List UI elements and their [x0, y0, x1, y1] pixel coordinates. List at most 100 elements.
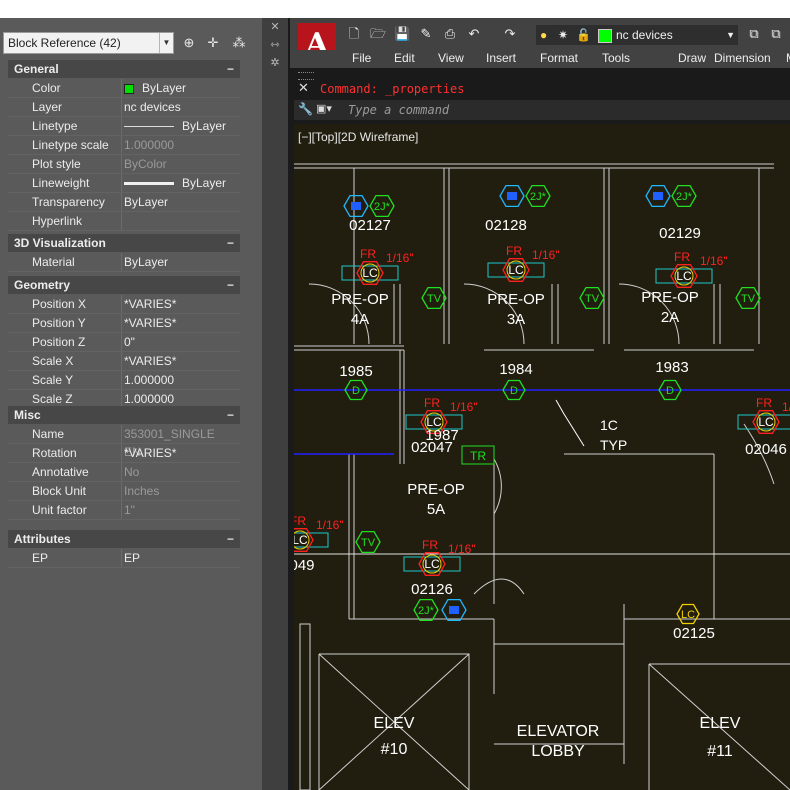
property-row[interactable]: Linetype scale1.000000 [8, 136, 240, 155]
layer-lock-icon[interactable]: 🔓 [576, 25, 591, 45]
property-value[interactable]: *VARIES* [124, 444, 176, 462]
property-row[interactable]: Scale X*VARIES* [8, 352, 240, 371]
new-file-icon[interactable]: 🗋 [346, 26, 362, 42]
section-header[interactable]: Attributes− [8, 530, 240, 548]
property-row[interactable]: LinetypeByLayer [8, 117, 240, 136]
menu-draw[interactable]: Draw [678, 51, 706, 65]
door-number: 1984 [499, 361, 532, 378]
property-value[interactable]: EP [124, 549, 140, 567]
collapse-icon[interactable]: − [227, 234, 234, 252]
section-header[interactable]: Misc− [8, 406, 240, 424]
menu-edit[interactable]: Edit [394, 51, 415, 65]
property-label: EP [32, 549, 48, 567]
layer-thaw-icon[interactable]: ✷ [558, 25, 568, 45]
quick-select-icon[interactable]: ⁂ [230, 33, 248, 53]
property-value-text: ByLayer [182, 176, 226, 190]
property-value[interactable]: *VARIES* [124, 295, 176, 313]
property-row[interactable]: Position Z0" [8, 333, 240, 352]
selection-dropdown[interactable]: Block Reference (42) ▼ [3, 32, 174, 54]
redo-icon[interactable]: ↷ [502, 26, 518, 42]
property-value[interactable]: ByLayer [124, 193, 168, 211]
property-label: Hyperlink [32, 212, 82, 230]
property-value-text: ByColor [124, 157, 167, 171]
save-as-icon[interactable]: ✎ [418, 26, 434, 42]
open-file-icon[interactable]: 🗁 [370, 26, 386, 42]
property-value[interactable]: *VARIES* [124, 314, 176, 332]
property-row[interactable]: EP EP [8, 549, 240, 568]
fr-size-label: 1/16" [532, 248, 560, 262]
viewport-controls[interactable]: [−][Top][2D Wireframe] [298, 130, 418, 144]
section-header[interactable]: Geometry − [8, 276, 240, 294]
menu-file[interactable]: File [352, 51, 371, 65]
property-value[interactable]: ByLayer [124, 79, 186, 97]
property-row[interactable]: Block UnitInches [8, 482, 240, 501]
property-row[interactable]: ColorByLayer [8, 79, 240, 98]
section-header[interactable]: General− [8, 60, 240, 78]
property-row[interactable]: AnnotativeNo [8, 463, 240, 482]
menu-insert[interactable]: Insert [486, 51, 516, 65]
property-row[interactable]: Layernc devices [8, 98, 240, 117]
layer-previous-icon[interactable]: ⧉ [746, 26, 762, 42]
property-value-text: *VARIES* [124, 354, 176, 368]
property-value[interactable]: ByLayer [124, 174, 226, 192]
door-device-tag: D [352, 385, 360, 397]
settings-icon[interactable]: ✲ [262, 56, 288, 69]
property-label: Rotation [32, 444, 77, 462]
auto-hide-icon[interactable]: ⇿ [262, 38, 288, 51]
menu-m[interactable]: M [786, 51, 790, 65]
menu-view[interactable]: View [438, 51, 464, 65]
property-row[interactable]: LineweightByLayer [8, 174, 240, 193]
chevron-down-icon[interactable]: ▼ [159, 33, 173, 53]
undo-icon[interactable]: ↶ [466, 26, 482, 42]
property-value[interactable]: ByLayer [124, 117, 226, 135]
property-value[interactable]: 1.000000 [124, 136, 174, 154]
menu-tools[interactable]: Tools [602, 51, 630, 65]
property-row[interactable]: Position X*VARIES* [8, 295, 240, 314]
property-row[interactable]: Plot styleByColor [8, 155, 240, 174]
collapse-icon[interactable]: − [227, 276, 234, 294]
property-value[interactable]: 0" [124, 333, 135, 351]
property-value[interactable]: 1" [124, 501, 135, 519]
property-row[interactable]: Unit factor1" [8, 501, 240, 520]
property-row[interactable]: Hyperlink [8, 212, 240, 231]
collapse-icon[interactable]: − [227, 60, 234, 78]
grip-handle[interactable] [298, 72, 314, 80]
property-value[interactable]: *VARIES* [124, 352, 176, 370]
fr-label: FR [506, 244, 522, 258]
property-value[interactable]: ByColor [124, 155, 167, 173]
property-value[interactable]: Inches [124, 482, 159, 500]
close-icon[interactable]: ✕ [298, 80, 309, 96]
property-row[interactable]: Position Y*VARIES* [8, 314, 240, 333]
property-label: Scale Y [32, 371, 73, 389]
plot-icon[interactable]: ⎙ [442, 26, 458, 42]
collapse-icon[interactable]: − [227, 406, 234, 424]
select-objects-icon[interactable]: ✛ [204, 33, 222, 53]
drawing-viewport[interactable]: PRE-OP4APRE-OP3APRE-OP2APRE-OP5A2J*2J*2J… [294, 124, 790, 790]
property-value[interactable]: 1.000000 [124, 371, 174, 389]
palette-dock: ✕ ⇿ ✲ [262, 18, 288, 790]
wrench-icon[interactable]: 🔧 [298, 102, 313, 116]
toggle-pickadd-icon[interactable]: ⊕ [180, 33, 198, 53]
property-row[interactable]: MaterialByLayer [8, 253, 240, 272]
layer-on-icon[interactable]: ● [540, 25, 547, 45]
property-row[interactable]: Rotation *VARIES* [8, 444, 240, 463]
save-icon[interactable]: 💾 [394, 26, 410, 42]
property-value[interactable]: ByLayer [124, 253, 168, 271]
property-row[interactable]: Scale Y 1.000000 [8, 371, 240, 390]
leader-line [556, 400, 584, 446]
command-input[interactable] [348, 101, 778, 118]
property-value[interactable]: nc devices [124, 98, 181, 116]
layer-states-icon[interactable]: ⧉ [768, 26, 784, 42]
property-row[interactable]: TransparencyByLayer [8, 193, 240, 212]
section-title: Geometry [14, 278, 70, 292]
close-icon[interactable]: ✕ [262, 20, 288, 33]
layer-dropdown[interactable]: ● ✷ 🔓 nc devices ▼ [536, 25, 738, 45]
menu-dimension[interactable]: Dimension [714, 51, 771, 65]
menu-format[interactable]: Format [540, 51, 578, 65]
command-prompt-icon[interactable]: ▣▾ [316, 102, 344, 117]
chevron-down-icon[interactable]: ▼ [726, 25, 735, 45]
property-row[interactable]: Name353001_SINGLE EN... [8, 425, 240, 444]
section-header[interactable]: 3D Visualization− [8, 234, 240, 252]
property-value[interactable]: No [124, 463, 139, 481]
collapse-icon[interactable]: − [227, 530, 234, 548]
